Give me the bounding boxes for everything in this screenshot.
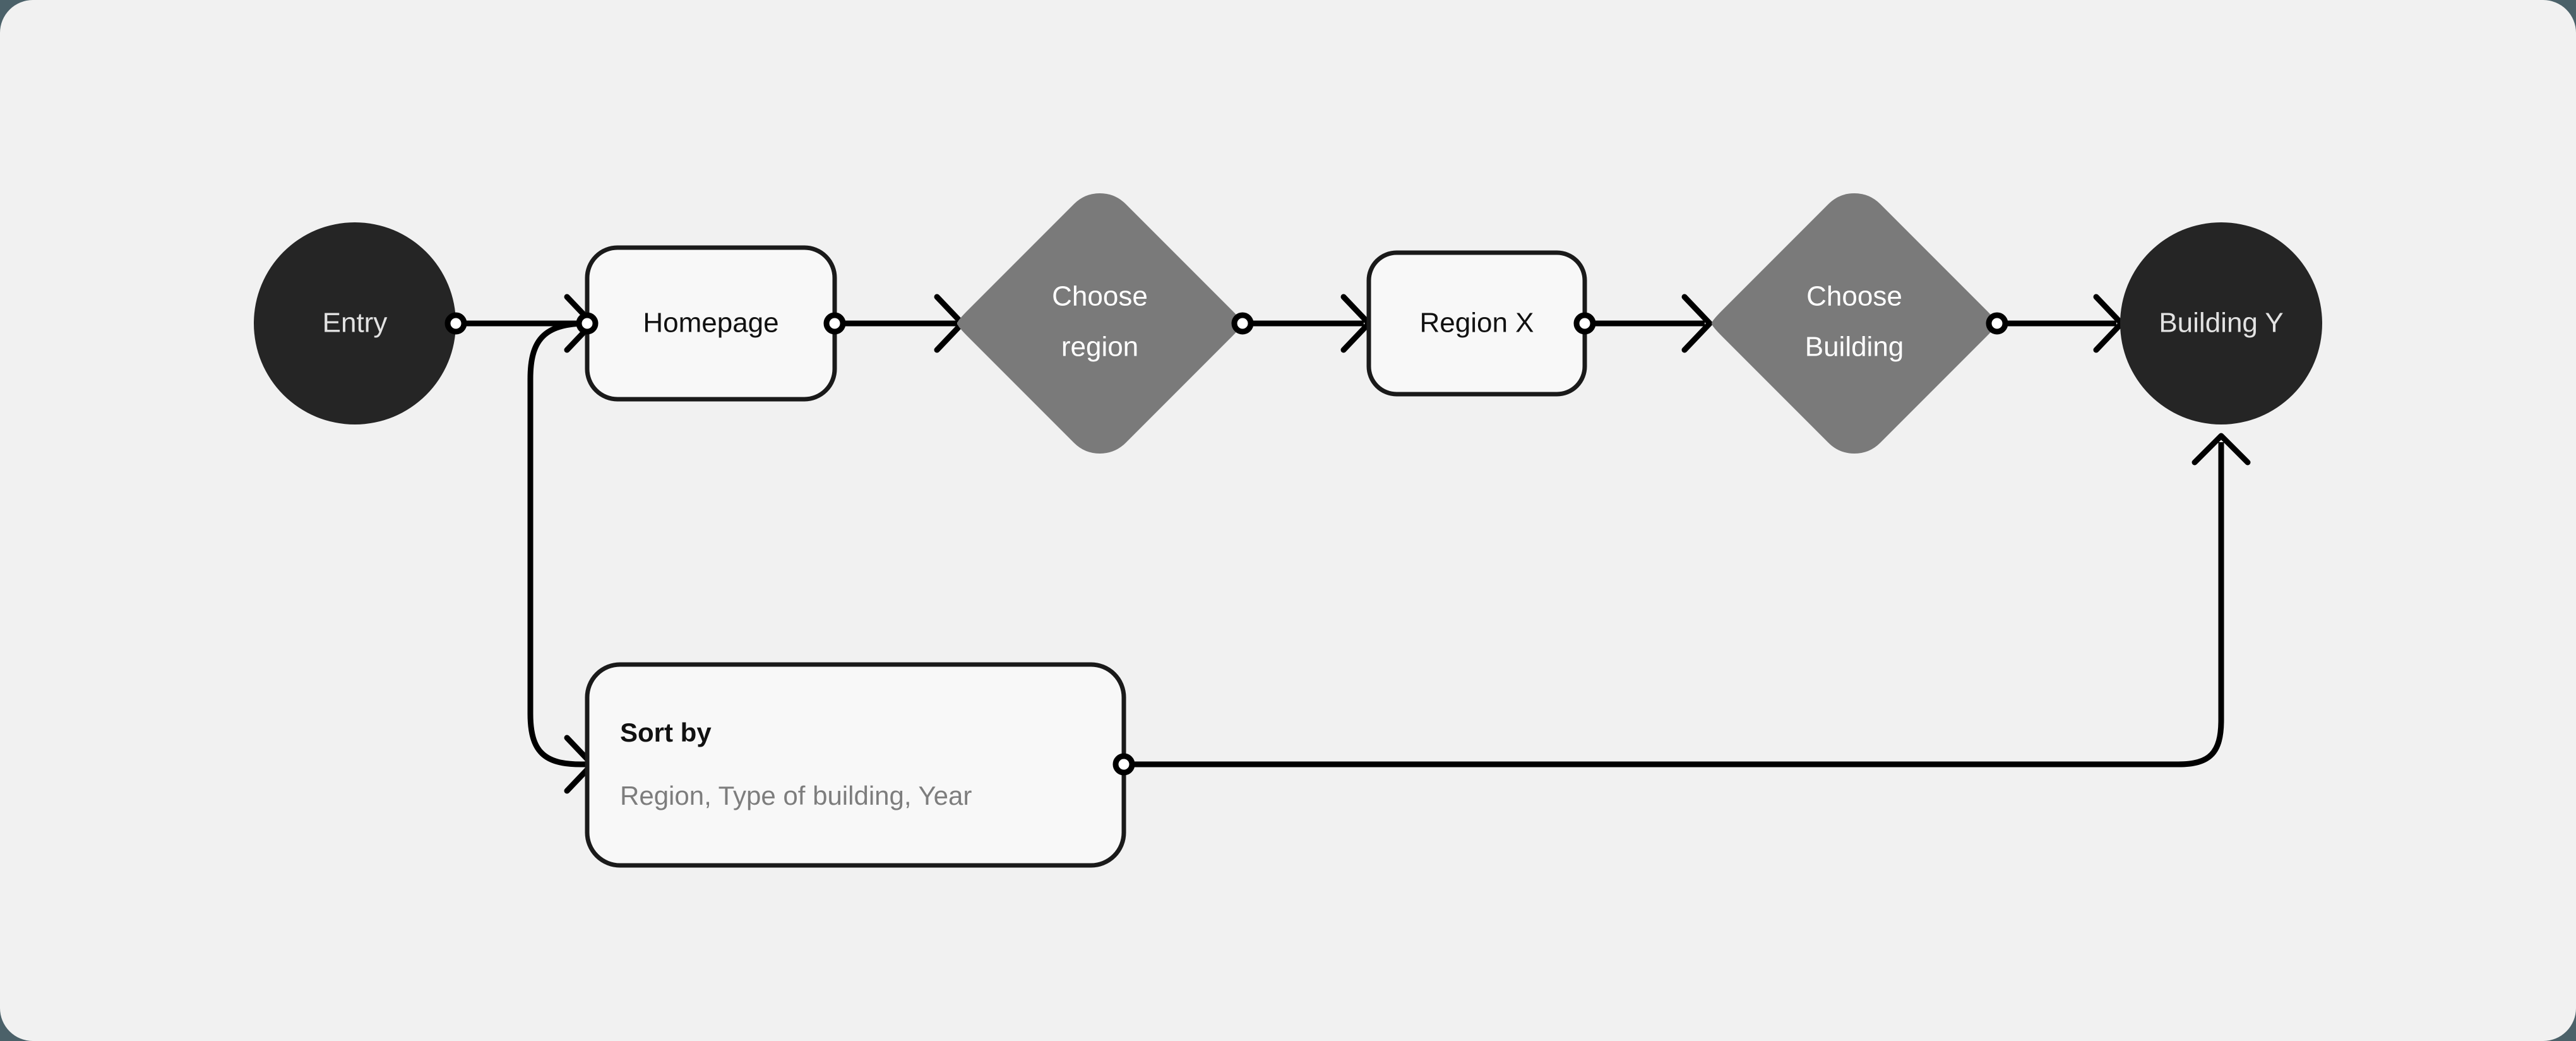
choose-building-label-line1: Choose <box>1806 281 1902 312</box>
node-entry[interactable]: Entry <box>254 222 456 424</box>
node-region-x[interactable]: Region X <box>1366 250 1587 397</box>
node-choose-region[interactable]: Choose region <box>957 193 1243 454</box>
edge-choose-building-to-building-y <box>1999 294 2125 353</box>
choose-region-label-line2: region <box>1061 332 1138 363</box>
port-homepage-out[interactable] <box>823 312 846 335</box>
edge-homepage-to-sort-by <box>527 320 595 794</box>
choose-building-diamond[interactable] <box>1712 193 1997 454</box>
choose-region-diamond[interactable] <box>957 193 1243 454</box>
region-x-label: Region X <box>1419 308 1534 339</box>
sort-by-sublabel: Region, Type of building, Year <box>620 781 972 810</box>
sort-by-box[interactable] <box>585 662 1126 868</box>
port-sort-by-out[interactable] <box>1112 753 1135 776</box>
edge-sort-by-to-building-y <box>1124 433 2251 767</box>
node-homepage[interactable]: Homepage <box>585 245 837 402</box>
node-choose-building[interactable]: Choose Building <box>1712 193 1997 454</box>
choose-building-label-line2: Building <box>1805 332 1904 363</box>
building-y-circle[interactable] <box>2120 222 2322 424</box>
choose-region-label-line1: Choose <box>1052 281 1148 312</box>
port-region-x-out[interactable] <box>1573 312 1596 335</box>
edge-choose-region-to-region-x <box>1243 294 1372 353</box>
port-choose-building-out[interactable] <box>1986 312 2008 335</box>
entry-label: Entry <box>323 308 388 339</box>
edge-region-x-to-choose-building <box>1585 294 1713 353</box>
sort-by-title: Sort by <box>620 718 712 747</box>
edge-homepage-to-choose-region <box>835 294 965 353</box>
port-choose-region-out[interactable] <box>1231 312 1254 335</box>
node-building-y[interactable]: Building Y <box>2120 222 2322 424</box>
homepage-label: Homepage <box>643 308 778 339</box>
building-y-label: Building Y <box>2159 308 2283 339</box>
port-entry-out[interactable] <box>444 312 467 335</box>
entry-circle[interactable] <box>254 222 456 424</box>
node-sort-by[interactable]: Sort by Region, Type of building, Year <box>585 662 1126 868</box>
port-homepage-in[interactable] <box>576 312 599 335</box>
